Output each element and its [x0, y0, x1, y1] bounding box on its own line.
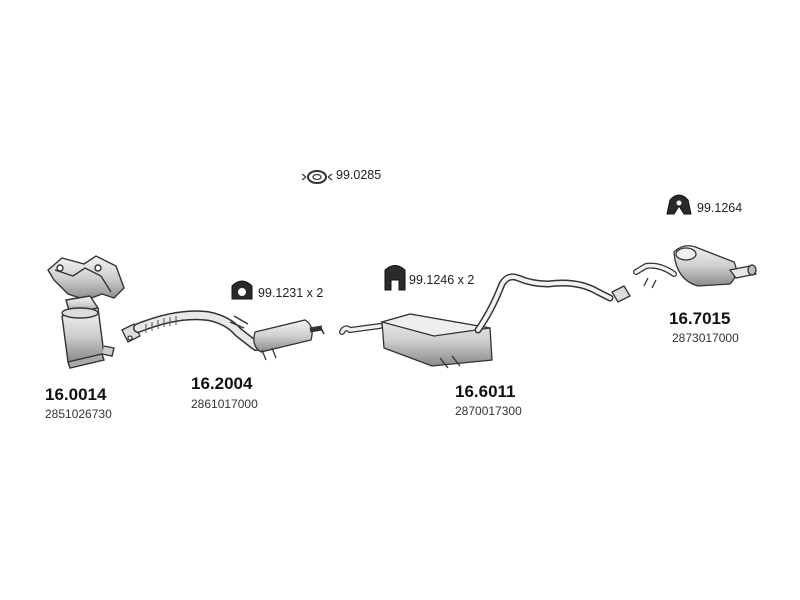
gasket-ring-icon — [301, 170, 333, 184]
rubber-hanger-icon — [231, 280, 253, 300]
rear-silencer-icon — [633, 245, 758, 289]
rubber-hanger-icon — [384, 265, 406, 291]
gasket-ring-code: 99.0285 — [336, 168, 382, 182]
part-oem-catalytic: 2851026730 — [45, 407, 112, 421]
hanger-99-1264-code: 99.1264 — [697, 201, 743, 215]
part-oem-rear-silencer: 2873017000 — [672, 331, 739, 345]
part-oem-center-silencer: 2870017300 — [455, 404, 522, 418]
hanger-99-1231-code: 99.1231 x 2 — [258, 286, 324, 300]
center-silencer-icon — [339, 273, 631, 369]
part-oem-front-pipe: 2861017000 — [191, 397, 258, 411]
part-code-rear-silencer: 16.7015 — [669, 309, 731, 328]
catalytic-manifold-icon — [47, 255, 125, 369]
front-pipe-icon — [121, 310, 325, 361]
hanger-99-1246-code: 99.1246 x 2 — [409, 273, 475, 287]
part-code-catalytic: 16.0014 — [45, 385, 107, 404]
part-code-center-silencer: 16.6011 — [455, 382, 516, 401]
part-code-front-pipe: 16.2004 — [191, 374, 253, 393]
rubber-hanger-icon — [666, 194, 692, 215]
